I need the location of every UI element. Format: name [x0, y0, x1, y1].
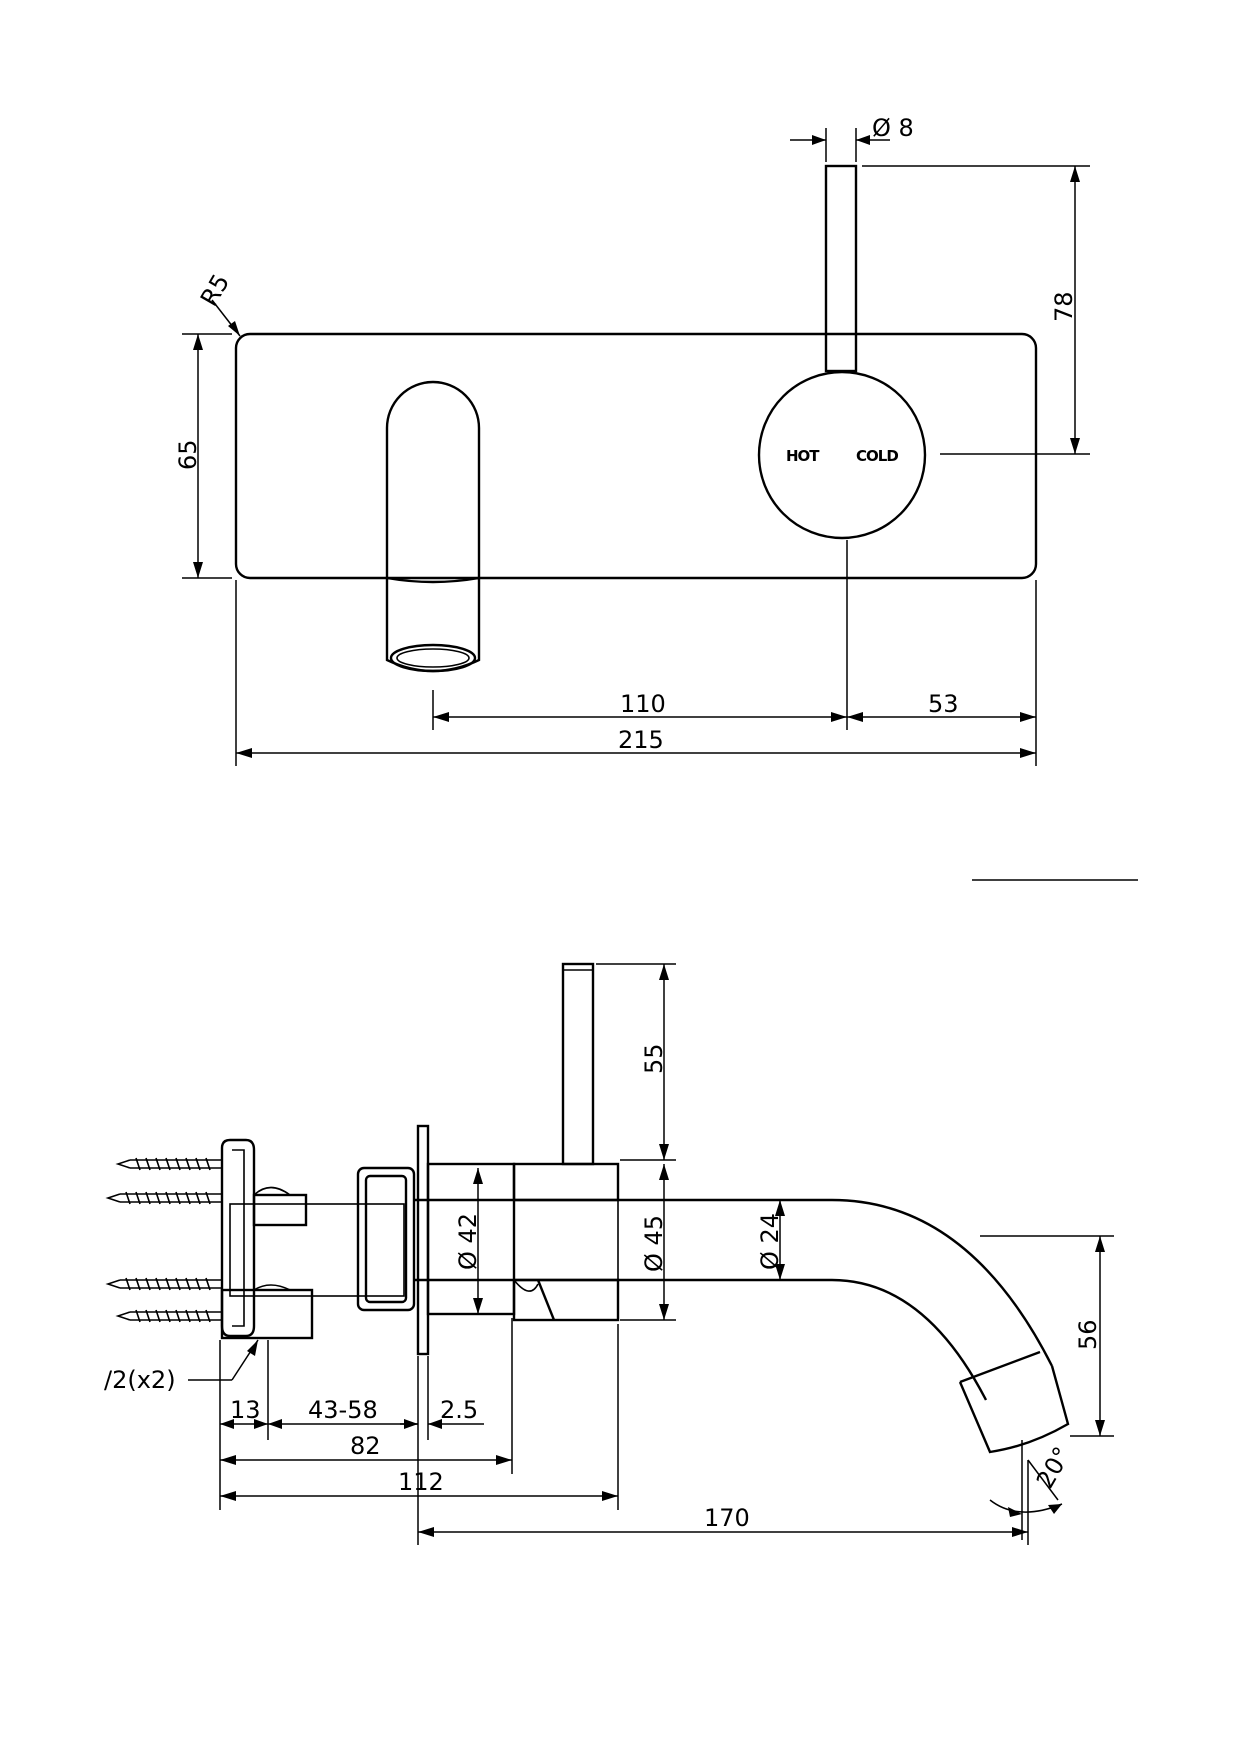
dim-53-label: 53 — [928, 690, 959, 718]
dim-handle-height-label: 78 — [1050, 291, 1078, 322]
dim-plate-height: 65 — [174, 333, 232, 579]
dim-angle-label: 20° — [1031, 1442, 1077, 1493]
dim-56-label: 56 — [1074, 1319, 1102, 1350]
dim-2-5-label: 2.5 — [440, 1396, 478, 1424]
connection-label: /2(x2) — [104, 1366, 176, 1394]
dim-plate-height-label: 65 — [174, 439, 202, 470]
dim-side-handle-height: 55 — [596, 963, 676, 1161]
front-view: HOT COLD Ø 8 78 — [174, 114, 1090, 766]
mixer-knob: HOT COLD — [757, 164, 927, 540]
dim-side-horizontal: 13 43-58 2.5 82 112 170 — [219, 1318, 1029, 1545]
dim-43-58-label: 43-58 — [308, 1396, 378, 1424]
dim-24-label: Ø 24 — [756, 1213, 784, 1270]
dim-body-diameter: Ø 42 — [454, 1168, 483, 1314]
dim-55-label: 55 — [640, 1043, 668, 1074]
dim-handle-diameter: Ø 8 — [790, 114, 914, 162]
connection-callout: /2(x2) — [104, 1339, 259, 1394]
dim-45-label: Ø 45 — [640, 1215, 668, 1272]
dim-horizontal-spacing: 110 53 215 — [235, 540, 1037, 766]
wall-plate — [234, 332, 1038, 580]
dim-spout-angle: 20° — [989, 1440, 1077, 1540]
spout-front — [385, 380, 481, 673]
dim-spout-diameter: Ø 24 — [756, 1200, 785, 1280]
dim-112-label: 112 — [398, 1468, 444, 1496]
dim-handle-diameter-label: Ø 8 — [872, 114, 914, 142]
spout-side — [414, 1198, 1070, 1454]
fixing-screws — [105, 1157, 222, 1323]
dim-handle-height: 78 — [862, 165, 1090, 455]
dim-82-label: 82 — [350, 1432, 381, 1460]
dim-110-label: 110 — [620, 690, 666, 718]
cold-label: COLD — [856, 447, 898, 465]
valve-body — [356, 1124, 620, 1356]
side-view: 55 Ø 45 Ø 42 Ø 24 — [104, 962, 1114, 1545]
dim-flange-diameter: Ø 45 — [620, 1164, 676, 1321]
side-handle — [561, 962, 595, 1166]
dim-215-label: 215 — [618, 726, 664, 754]
dim-42-label: Ø 42 — [454, 1213, 482, 1270]
dim-corner-radius: R5 — [195, 269, 241, 337]
dim-170-label: 170 — [704, 1504, 750, 1532]
dim-13-label: 13 — [230, 1396, 261, 1424]
mounting-bracket — [220, 1138, 405, 1340]
hot-label: HOT — [786, 447, 820, 465]
dim-spout-drop: 56 — [980, 1235, 1114, 1437]
dim-corner-radius-label: R5 — [195, 269, 235, 311]
